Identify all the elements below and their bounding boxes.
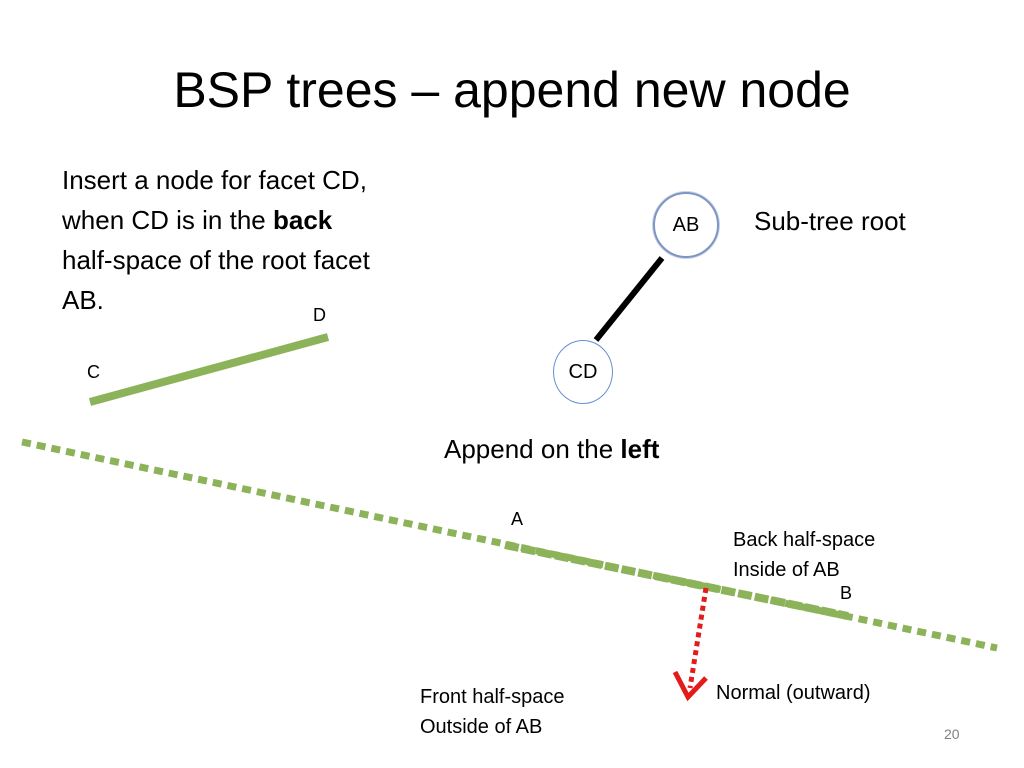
slide-title: BSP trees – append new node: [173, 62, 851, 118]
normal-arrow-head: [672, 670, 708, 702]
intro-text: Insert a node for facet CD, when CD is i…: [62, 160, 462, 320]
point-label-c: C: [87, 362, 100, 382]
intro-line-4: AB.: [62, 285, 104, 315]
intro-line-3: half-space of the root facet: [62, 245, 370, 275]
append-bold-left: left: [620, 434, 660, 464]
tree-edge-ab-cd: [593, 256, 665, 342]
back-half-space-label: Back half-space Inside of AB: [733, 529, 876, 581]
normal-arrow-shaft: [687, 587, 709, 689]
intro-bold-back: back: [272, 205, 333, 235]
intro-line-2: when CD is in the back: [62, 205, 333, 235]
tree-node-cd: CD: [553, 340, 613, 404]
intro-line-1: Insert a node for facet CD,: [62, 165, 367, 195]
facet-ab-segment: [504, 541, 849, 620]
point-label-b: B: [840, 583, 853, 603]
append-label: Append on the left: [444, 434, 660, 464]
tree-node-ab: AB: [653, 192, 719, 258]
normal-label: Normal (outward): [716, 682, 871, 704]
subtree-root-label: Sub-tree root: [754, 206, 906, 236]
point-label-d: D: [313, 305, 326, 325]
facet-cd-line: [88, 333, 330, 406]
point-label-a: A: [511, 509, 524, 529]
slide-number: 20: [944, 726, 960, 742]
front-half-space-label: Front half-space Outside of AB: [420, 686, 565, 738]
